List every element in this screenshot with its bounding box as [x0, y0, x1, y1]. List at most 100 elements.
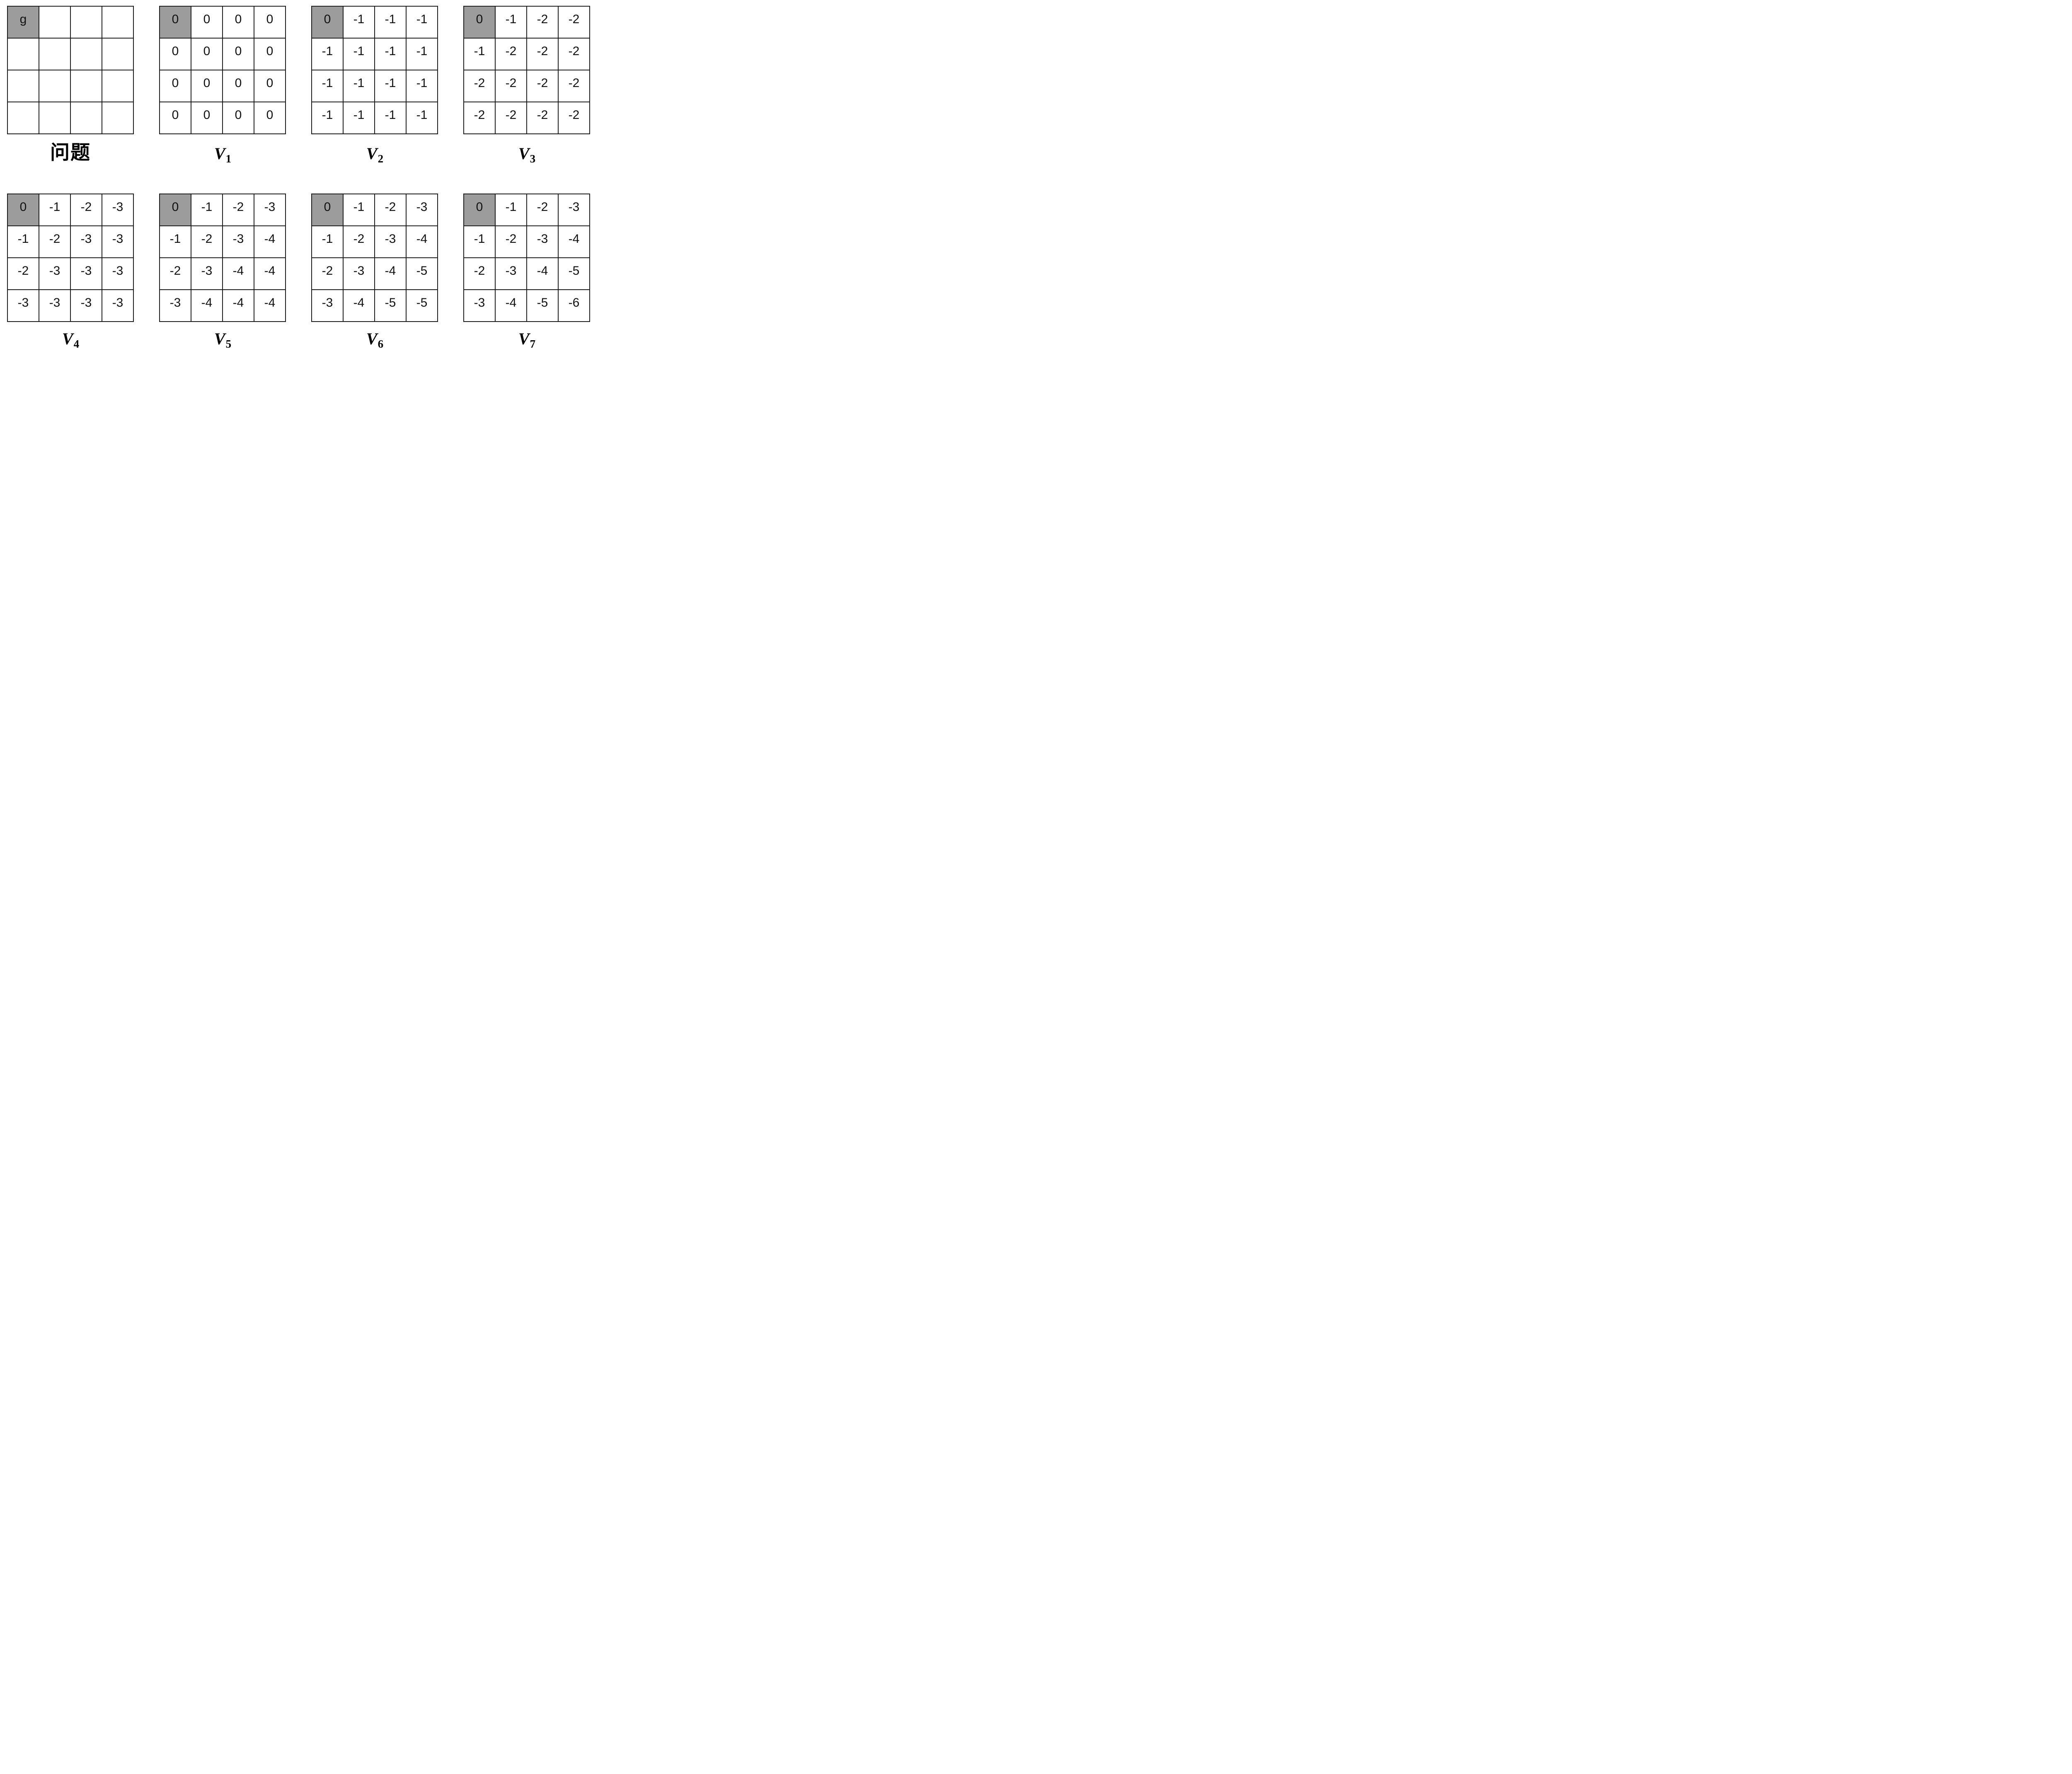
- grid-cell: -1: [343, 6, 375, 39]
- grid-cell: -4: [254, 225, 286, 258]
- cell-value: -3: [264, 200, 276, 214]
- grid-row: -3-4-5-6: [463, 289, 590, 322]
- grid-label-v4: V4: [62, 331, 79, 350]
- grid-cell: -3: [191, 257, 223, 290]
- grid-cell: -3: [159, 289, 191, 322]
- grid-row: -2-3-4-5: [463, 257, 590, 290]
- grid-cell: [7, 102, 39, 134]
- grid-cell: -3: [311, 289, 344, 322]
- cell-value: -3: [568, 200, 580, 214]
- cell-value: 0: [172, 200, 179, 214]
- cell-value: -5: [537, 295, 548, 310]
- cell-value: 0: [235, 44, 242, 58]
- grid-row: -2-2-2-2: [463, 102, 590, 134]
- cell-value: 0: [172, 108, 179, 122]
- grid-label-subscript: 3: [530, 152, 536, 165]
- grid-cell: 0: [191, 38, 223, 70]
- cell-value: -4: [264, 232, 276, 246]
- cell-value: -2: [474, 264, 485, 278]
- cell-value: -3: [416, 200, 428, 214]
- cell-value: -2: [474, 76, 485, 90]
- grid-cell: -1: [343, 38, 375, 70]
- cell-value: -2: [568, 108, 580, 122]
- grid-row: -2-3-4-4: [159, 257, 286, 290]
- grid-cell: -3: [343, 257, 375, 290]
- grid-cell: [70, 6, 102, 39]
- cell-value: -4: [353, 295, 365, 310]
- grid-cell: -3: [70, 257, 102, 290]
- grid-row: [7, 70, 134, 102]
- grid-cell: 0: [159, 70, 191, 102]
- cell-value: -3: [80, 295, 92, 310]
- grid-label-v2: V2: [366, 145, 383, 165]
- grid-cell: [7, 38, 39, 70]
- grid-cell: [102, 70, 134, 102]
- grid-cell: -2: [558, 102, 590, 134]
- grid-cell: -2: [463, 70, 496, 102]
- goal-cell: 0: [7, 194, 39, 226]
- grid-cell: -1: [406, 6, 438, 39]
- cell-value: -2: [385, 200, 396, 214]
- cell-value: -4: [416, 232, 428, 246]
- cell-value: -1: [474, 44, 485, 58]
- cell-value: 0: [266, 76, 274, 90]
- cell-value: -3: [505, 264, 517, 278]
- grid-cell: -2: [311, 257, 344, 290]
- grid-cell: -1: [374, 38, 407, 70]
- grid-cell: 0: [254, 6, 286, 39]
- goal-cell: 0: [159, 6, 191, 39]
- grid-cell: 0: [254, 70, 286, 102]
- grid-cell: 0: [159, 102, 191, 134]
- cell-value: 0: [203, 44, 211, 58]
- grid-cell: -2: [526, 6, 559, 39]
- cell-value: 0: [266, 12, 274, 26]
- cell-value: -1: [353, 108, 365, 122]
- cell-value: 0: [203, 12, 211, 26]
- cell-value: -3: [112, 295, 123, 310]
- grid-v6: 0-1-2-3-1-2-3-4-2-3-4-5-3-4-5-5: [311, 194, 438, 322]
- grid-cell: 0: [159, 38, 191, 70]
- grid-cell: -2: [495, 70, 527, 102]
- cell-value: -3: [537, 232, 548, 246]
- cell-value: -4: [537, 264, 548, 278]
- cell-value: -2: [201, 232, 213, 246]
- grid-row: 0-1-2-3: [311, 194, 438, 226]
- grid-cell: -3: [102, 225, 134, 258]
- grid-cell: -1: [311, 225, 344, 258]
- cell-value: -3: [17, 295, 29, 310]
- grid-cell: [70, 70, 102, 102]
- cell-value: -2: [474, 108, 485, 122]
- cell-value: -1: [49, 200, 61, 214]
- cell-value: 0: [172, 12, 179, 26]
- cell-value: -1: [169, 232, 181, 246]
- cell-value: -3: [353, 264, 365, 278]
- grid-cell: -1: [374, 70, 407, 102]
- grid-cell: -2: [558, 38, 590, 70]
- grid-v4: 0-1-2-3-1-2-3-3-2-3-3-3-3-3-3-3: [7, 194, 134, 322]
- cell-value: -2: [568, 76, 580, 90]
- grid-cell: [70, 38, 102, 70]
- grid-row: -2-2-2-2: [463, 70, 590, 102]
- grid-row: -1-1-1-1: [311, 38, 438, 70]
- cell-value: -3: [80, 264, 92, 278]
- grid-cell: -5: [406, 257, 438, 290]
- grid-cell: -1: [406, 102, 438, 134]
- goal-cell: 0: [463, 194, 496, 226]
- grid-cell: -4: [406, 225, 438, 258]
- cell-value: -3: [49, 264, 61, 278]
- grid-cell: 0: [191, 6, 223, 39]
- grid-label-v6: V6: [366, 331, 383, 350]
- grid-cell: -3: [406, 194, 438, 226]
- grid-cell: -1: [406, 70, 438, 102]
- cell-value: 0: [203, 108, 211, 122]
- cell-value: -2: [353, 232, 365, 246]
- grid-cell: -1: [495, 194, 527, 226]
- cell-value: -2: [505, 232, 517, 246]
- grid-label-symbol: V: [214, 144, 225, 163]
- cell-value: 0: [235, 76, 242, 90]
- cell-value: -3: [474, 295, 485, 310]
- grid-row: -3-4-4-4: [159, 289, 286, 322]
